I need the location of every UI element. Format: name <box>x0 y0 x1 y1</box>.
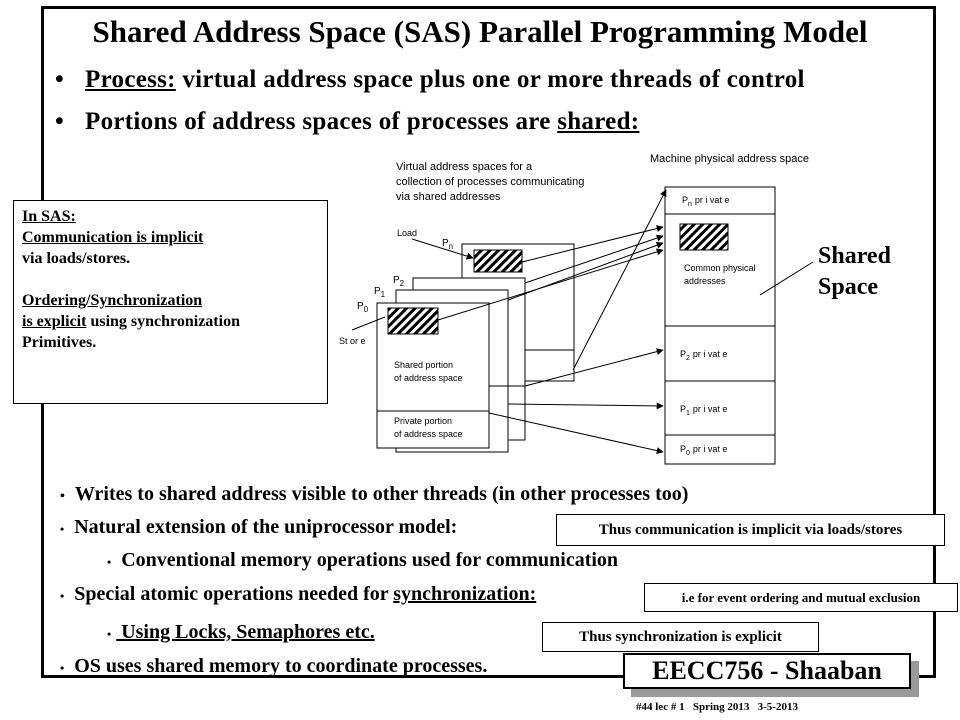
bullet-dot: • <box>60 522 65 536</box>
footer-info: #44 lec # 1 Spring 2013 3-5-2013 <box>636 701 798 713</box>
bullet-process: • Process: virtual address space plus one… <box>55 66 805 94</box>
map-arrow-shared-4 <box>437 248 664 321</box>
map-arrow-pn <box>572 189 667 371</box>
sas-box-line2: Communication is implicit <box>22 229 204 246</box>
map-arrow-p1 <box>507 402 664 410</box>
bullet-dot: • <box>55 108 65 135</box>
synchronization-term: synchronization: <box>393 583 537 605</box>
slide-title: Shared Address Space (SAS) Parallel Prog… <box>92 14 868 49</box>
bullet-dot: • <box>60 489 65 504</box>
writes-text: Writes to shared address visible to othe… <box>74 483 689 505</box>
sas-box-line6: Primitives. <box>22 334 97 351</box>
bullet-conventional: • Conventional memory operations used fo… <box>107 549 618 572</box>
conventional-text: Conventional memory operations used for … <box>121 549 619 571</box>
bullet-natural-extension: • Natural extension of the uniprocessor … <box>60 516 457 539</box>
bullet-dot: • <box>60 589 65 603</box>
common-line1: Common physical <box>684 263 756 273</box>
bullet-dot: • <box>60 661 65 675</box>
shared-space-label: Shared Space <box>818 241 891 303</box>
label-p0: P0 <box>357 301 369 314</box>
locks-text: Using Locks, Semaphores etc. <box>116 621 375 643</box>
virtual-caption-line1: Virtual address spaces for a <box>396 161 533 173</box>
course-badge: EECC756 - Shaaban <box>623 653 911 689</box>
label-p1: P1 <box>374 286 386 299</box>
callout-event-ordering: i.e for event ordering and mutual exclus… <box>644 583 958 612</box>
map-arrow-p0 <box>488 412 664 455</box>
sas-box-explicit: is explicit <box>22 313 87 330</box>
sas-summary-box: In SAS: Communication is implicit via lo… <box>13 200 328 404</box>
hatched-common <box>679 223 729 251</box>
sas-box-line3: via loads/stores. <box>22 250 131 267</box>
store-label: St or e <box>339 336 366 346</box>
bullet-dot: • <box>107 627 112 641</box>
map-arrow-shared-2 <box>524 234 664 284</box>
bullet-locks: • Using Locks, Semaphores etc. <box>107 621 375 644</box>
portions-text: Portions of address spaces of processes … <box>85 108 558 135</box>
sas-box-line4: Ordering/Synchronization <box>22 292 203 309</box>
process-definition: virtual address space plus one or more t… <box>175 66 805 93</box>
sas-box-line5: is explicit using synchronization <box>22 311 319 332</box>
shared-term: shared: <box>557 108 640 135</box>
load-arrow <box>411 238 474 260</box>
callout-explicit: Thus synchronization is explicit <box>542 622 819 652</box>
hatched-shared-p0 <box>387 307 439 335</box>
shared-space-pointer <box>759 261 814 296</box>
sas-box-heading: In SAS: <box>22 208 76 225</box>
footer-date: 3-5-2013 <box>757 701 798 713</box>
map-arrow-shared-1 <box>521 225 664 263</box>
hatched-shared-pn <box>473 249 523 273</box>
sas-box-line5-rest: using synchronization <box>86 313 240 330</box>
bullet-dot: • <box>107 555 112 569</box>
footer-term: Spring 2013 <box>692 701 750 713</box>
bullet-dot: • <box>55 66 65 93</box>
bullet-atomic: • Special atomic operations needed for s… <box>60 583 536 606</box>
os-text: OS uses shared memory to coordinate proc… <box>74 655 488 677</box>
shared-space-line2: Space <box>818 274 878 300</box>
machine-caption: Machine physical address space <box>650 153 809 165</box>
common-line2: addresses <box>684 276 726 286</box>
natural-extension-text: Natural extension of the uniprocessor mo… <box>74 516 458 538</box>
private-portion-line1: Private portion <box>394 416 452 426</box>
callout-implicit: Thus communication is implicit via loads… <box>556 514 945 546</box>
store-line <box>351 316 386 331</box>
virtual-caption-line2: collection of processes communicating <box>396 176 584 188</box>
virtual-caption-line3: via shared addresses <box>396 191 501 203</box>
private-portion-line2: of address space <box>394 429 463 439</box>
label-p2: P2 <box>393 275 405 288</box>
footer-lecture: #44 lec # 1 <box>636 701 685 713</box>
process-term: Process: <box>85 66 176 93</box>
shared-space-line1: Shared <box>818 243 891 269</box>
shared-portion-line1: Shared portion <box>394 360 453 370</box>
bullet-os: • OS uses shared memory to coordinate pr… <box>60 655 487 678</box>
atomic-text: Special atomic operations needed for <box>74 583 394 605</box>
bullet-writes: • Writes to shared address visible to ot… <box>60 483 688 506</box>
load-label: Load <box>397 228 417 238</box>
label-pn: Pn <box>442 238 453 251</box>
bullet-portions: • Portions of address spaces of processes… <box>55 108 639 136</box>
shared-portion-line2: of address space <box>394 373 463 383</box>
map-arrow-p2 <box>524 348 664 387</box>
